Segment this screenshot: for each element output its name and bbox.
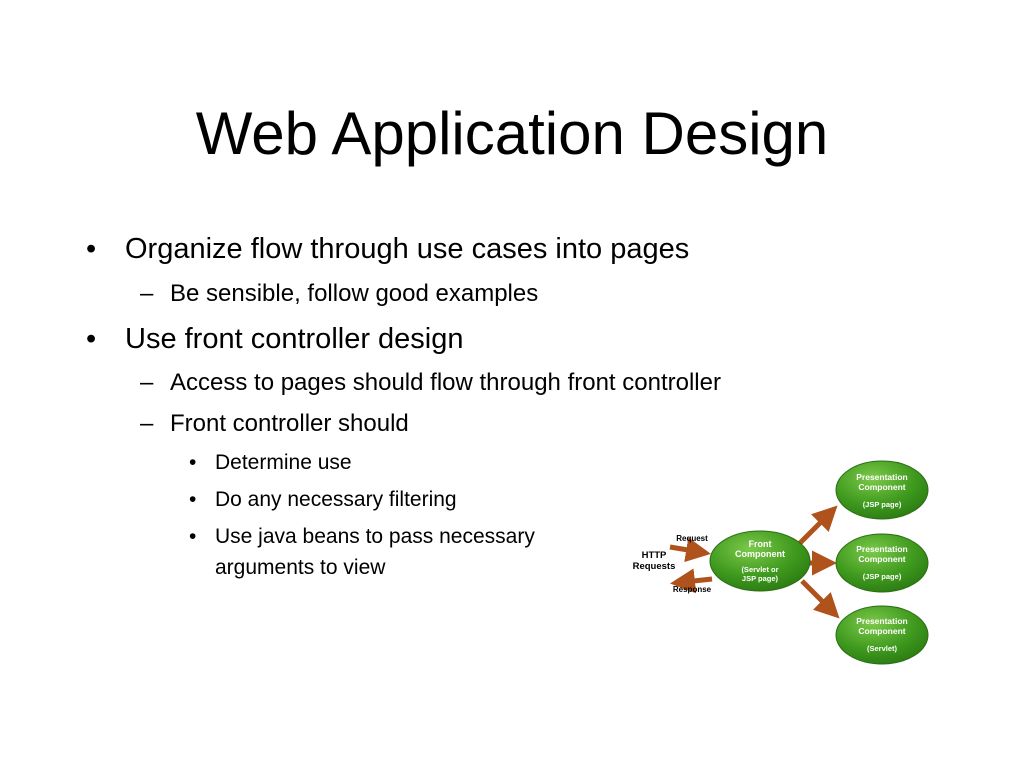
front-label-4: JSP page)	[742, 574, 779, 583]
presentation-sub-label: (JSP page)	[863, 500, 902, 509]
presentation-label-1: Presentation	[856, 472, 908, 482]
response-label: Response	[673, 585, 712, 594]
front-label-2: Component	[735, 549, 785, 559]
response-arrow	[670, 568, 713, 594]
slide-title: Web Application Design	[195, 100, 829, 167]
sub-sub-bullet-text: Do any necessary filtering	[215, 488, 457, 511]
arrow-to-presentation-1	[798, 505, 838, 545]
presentation-label-1: Presentation	[856, 544, 908, 554]
request-label: Request	[676, 534, 708, 543]
presentation-label-2: Component	[858, 482, 905, 492]
front-label-3: (Servlet or	[741, 565, 778, 574]
sub-bullet-marker: –	[140, 369, 154, 396]
sub-sub-bullet-marker: •	[189, 488, 197, 511]
presentation-label-2: Component	[858, 626, 905, 636]
sub-bullet-text: Front controller should	[170, 410, 409, 437]
bullet-marker: •	[86, 233, 97, 265]
front-controller-diagram: HTTP Requests Request Response Front Com…	[633, 460, 929, 665]
sub-sub-bullet-marker: •	[189, 451, 197, 474]
sub-bullet-marker: –	[140, 280, 154, 307]
presentation-sub-label: (Servlet)	[867, 644, 898, 653]
bullet-text: Use front controller design	[125, 323, 464, 355]
bullet-marker: •	[86, 323, 97, 355]
request-arrow	[669, 537, 711, 563]
arrow-to-presentation-3	[800, 579, 840, 619]
http-requests-label: Requests	[633, 561, 676, 572]
sub-sub-bullet-text: Use java beans to pass necessary	[215, 525, 535, 548]
sub-sub-bullet-text-continued: arguments to view	[215, 556, 386, 579]
front-component-node: Front Component (Servlet or JSP page)	[709, 530, 811, 592]
sub-bullet-text: Be sensible, follow good examples	[170, 280, 539, 307]
http-label: HTTP	[642, 550, 667, 561]
sub-bullet-marker: –	[140, 410, 154, 437]
presentation-component-node-2: Presentation Component (JSP page)	[835, 533, 929, 593]
presentation-component-node-1: Presentation Component (JSP page)	[835, 460, 929, 520]
presentation-label-2: Component	[858, 554, 905, 564]
sub-sub-bullet-marker: •	[189, 525, 197, 548]
sub-bullet-text: Access to pages should flow through fron…	[170, 369, 721, 396]
presentation-component-node-3: Presentation Component (Servlet)	[835, 605, 929, 665]
presentation-sub-label: (JSP page)	[863, 572, 902, 581]
presentation-label-1: Presentation	[856, 616, 908, 626]
sub-sub-bullet-text: Determine use	[215, 451, 352, 474]
front-label-1: Front	[749, 539, 772, 549]
bullet-text: Organize flow through use cases into pag…	[125, 233, 690, 265]
